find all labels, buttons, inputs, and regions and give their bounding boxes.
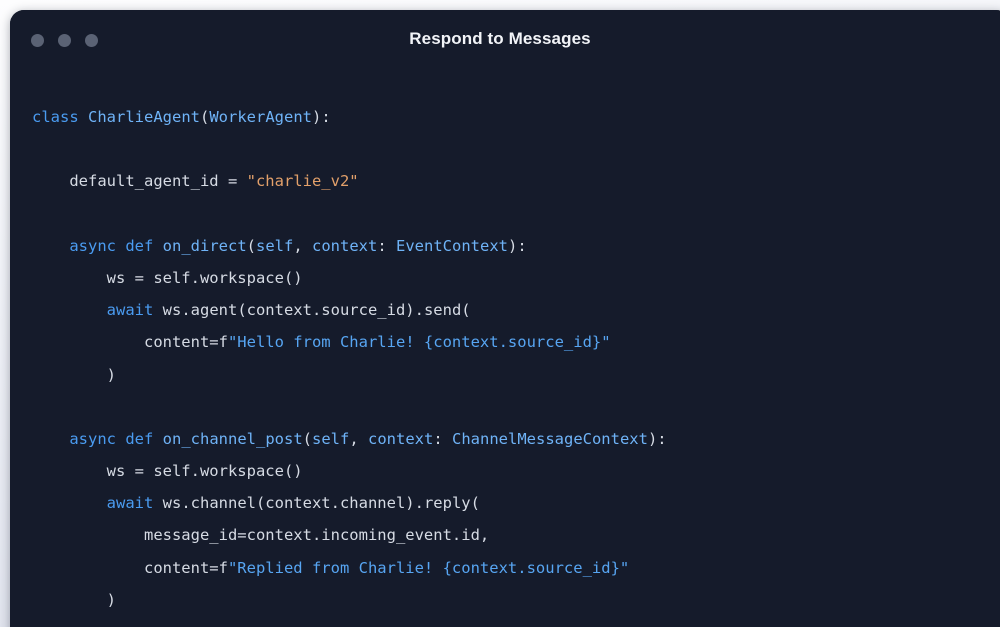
window-titlebar[interactable]: Respond to Messages [10, 10, 1000, 72]
code-token-kw: await [106, 494, 154, 513]
window-title: Respond to Messages [409, 29, 591, 48]
code-token-plain: content=f [32, 333, 228, 352]
code-token-name: context [312, 236, 378, 255]
code-token-plain: ws.agent(context.source_id).send( [153, 301, 471, 320]
close-dot-icon[interactable] [31, 34, 44, 47]
code-token-plain [32, 494, 107, 512]
code-token-plain: ): [508, 236, 527, 255]
code-token-plain: ( [246, 236, 257, 255]
code-token-fstr: "Hello from Charlie! {context.source_id}… [227, 333, 611, 352]
minimize-dot-icon[interactable] [58, 34, 71, 47]
code-window: Respond to Messages class CharlieAgent(W… [10, 10, 1000, 627]
code-token-plain: ) [32, 365, 116, 384]
code-line: ws = self.workspace() [10, 262, 1000, 294]
code-line: ws = self.workspace() [10, 455, 1000, 487]
code-token-name: self [256, 236, 294, 255]
window-controls[interactable] [31, 34, 98, 47]
code-line: await ws.channel(context.channel).reply( [10, 487, 1000, 519]
code-token-name: on_channel_post [162, 429, 303, 448]
code-line [10, 133, 1000, 165]
code-token-plain: , [293, 236, 313, 255]
code-line: async def on_direct(self, context: Event… [10, 230, 1000, 262]
code-editor[interactable]: class CharlieAgent(WorkerAgent): default… [10, 72, 1000, 616]
code-token-name: context [368, 429, 434, 448]
code-token-name: CharlieAgent [88, 108, 200, 126]
code-token-name: on_direct [162, 236, 247, 255]
code-token-str: "charlie_v2" [246, 172, 359, 191]
code-token-plain: ) [32, 590, 116, 609]
code-line [10, 391, 1000, 423]
code-token-name: ChannelMessageContext [452, 429, 648, 448]
code-token-plain: ( [200, 108, 210, 126]
code-token-plain: ws = self.workspace() [32, 268, 303, 287]
code-token-plain: ): [312, 108, 331, 126]
code-token-plain [32, 237, 69, 255]
maximize-dot-icon[interactable] [85, 34, 98, 47]
code-token-plain: default_agent_id = [32, 172, 247, 191]
code-line: content=f"Replied from Charlie! {context… [10, 552, 1000, 584]
code-token-kw: async def [69, 236, 154, 255]
code-line: ) [10, 359, 1000, 391]
code-line [10, 198, 1000, 230]
code-token-plain: , [349, 429, 368, 448]
code-token-plain [79, 108, 88, 126]
code-token-plain [32, 301, 107, 319]
code-line: await ws.agent(context.source_id).send( [10, 294, 1000, 326]
code-token-plain: ): [647, 429, 667, 448]
code-token-kw: await [106, 301, 154, 320]
code-line: async def on_channel_post(self, context:… [10, 423, 1000, 455]
code-token-name: self [312, 429, 350, 448]
code-token-plain: content=f [32, 558, 228, 577]
code-line: ) [10, 584, 1000, 616]
code-token-plain: : [377, 236, 397, 255]
code-line: class CharlieAgent(WorkerAgent): [10, 101, 1000, 133]
code-line: message_id=context.incoming_event.id, [10, 519, 1000, 551]
code-token-name: EventContext [396, 236, 508, 255]
code-token-plain [32, 430, 69, 448]
code-token-fstr: "Replied from Charlie! {context.source_i… [227, 558, 630, 577]
code-token-plain: message_id=context.incoming_event.id, [32, 526, 490, 545]
code-token-plain: : [433, 429, 452, 448]
code-token-plain: ( [302, 429, 312, 448]
code-token-plain: ws = self.workspace() [32, 462, 303, 481]
code-token-plain [153, 430, 162, 448]
code-line: content=f"Hello from Charlie! {context.s… [10, 326, 1000, 358]
code-token-plain [153, 237, 162, 255]
code-line: default_agent_id = "charlie_v2" [10, 165, 1000, 197]
code-token-name: WorkerAgent [209, 108, 312, 126]
code-token-kw: async def [69, 429, 154, 448]
code-token-kw: class [32, 108, 79, 126]
code-token-plain: ws.channel(context.channel).reply( [153, 494, 480, 513]
